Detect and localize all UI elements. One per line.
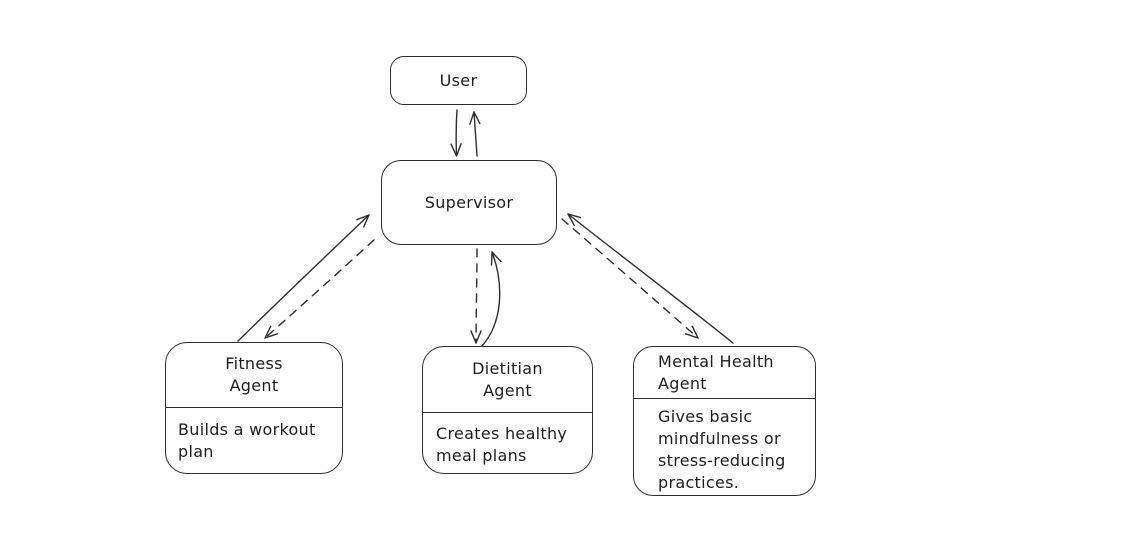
arrow-fitness-to-supervisor — [237, 214, 370, 342]
user-node-label: User — [439, 70, 478, 90]
arrow-dietitian-to-supervisor — [481, 251, 502, 347]
fitness-agent-title: Fitness Agent — [225, 354, 283, 395]
supervisor-node: Supervisor — [381, 160, 557, 245]
dietitian-agent-title: Dietitian Agent — [472, 358, 543, 400]
user-node: User — [390, 56, 527, 105]
arrow-user-to-supervisor — [450, 109, 462, 157]
mental-health-agent-description: Gives basic mindfulness or stress-reduci… — [634, 398, 815, 495]
fitness-agent-description: Builds a workout plan — [166, 407, 342, 473]
mental-health-agent-title: Mental Health Agent — [658, 351, 774, 393]
dietitian-agent-description: Creates healthy meal plans — [423, 412, 592, 473]
supervisor-node-label: Supervisor — [424, 192, 514, 212]
arrow-mental-health-to-supervisor — [567, 213, 734, 344]
mental-health-agent-node: Mental Health Agent Gives basic mindfuln… — [633, 346, 816, 496]
arrow-supervisor-to-mental-health — [561, 218, 699, 339]
arrow-supervisor-to-dietitian — [470, 248, 482, 344]
arrow-supervisor-to-user — [469, 111, 481, 157]
dietitian-agent-node: Dietitian Agent Creates healthy meal pla… — [422, 346, 593, 474]
arrow-supervisor-to-fitness — [264, 239, 375, 339]
fitness-agent-node: Fitness Agent Builds a workout plan — [165, 342, 343, 474]
